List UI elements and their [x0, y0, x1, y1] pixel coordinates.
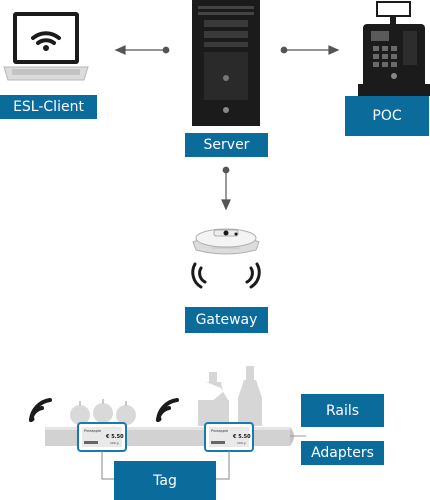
price-tag: Pineapple € 5.50 100 g	[77, 422, 127, 452]
price-tag-product: Pineapple	[84, 429, 101, 433]
price-tag-product: Pineapple	[211, 429, 228, 433]
price-tag: Pineapple € 5.50 100 g	[204, 422, 254, 452]
server-label: Server	[185, 133, 268, 157]
cash-register-icon	[358, 1, 430, 96]
connector-client-server	[114, 45, 170, 55]
gateway-label: Gateway	[185, 307, 268, 333]
rails-label: Rails	[301, 394, 384, 427]
tag-connector	[101, 451, 230, 480]
signal-waves-icon	[29, 398, 179, 422]
server-tower-icon	[192, 0, 260, 126]
connector-server-gateway	[221, 166, 231, 211]
adapters-label: Adapters	[301, 441, 384, 465]
laptop-icon	[3, 12, 89, 81]
price-tag-weight: 100 g	[110, 441, 119, 445]
price-tag-price: € 5.50	[232, 434, 251, 440]
signal-waves-icon	[191, 262, 261, 289]
bottle-icon	[198, 366, 262, 426]
poc-label: POC	[345, 96, 429, 136]
gateway-icon	[192, 228, 260, 255]
price-tag-price: € 5.50	[105, 434, 124, 440]
connector-server-poc	[280, 45, 340, 55]
apple-icon	[70, 399, 136, 425]
esl-client-label: ESL-Client	[0, 95, 97, 119]
price-tag-weight: 100 g	[237, 441, 246, 445]
wifi-icon	[31, 31, 61, 51]
tag-label: Tag	[114, 461, 216, 500]
